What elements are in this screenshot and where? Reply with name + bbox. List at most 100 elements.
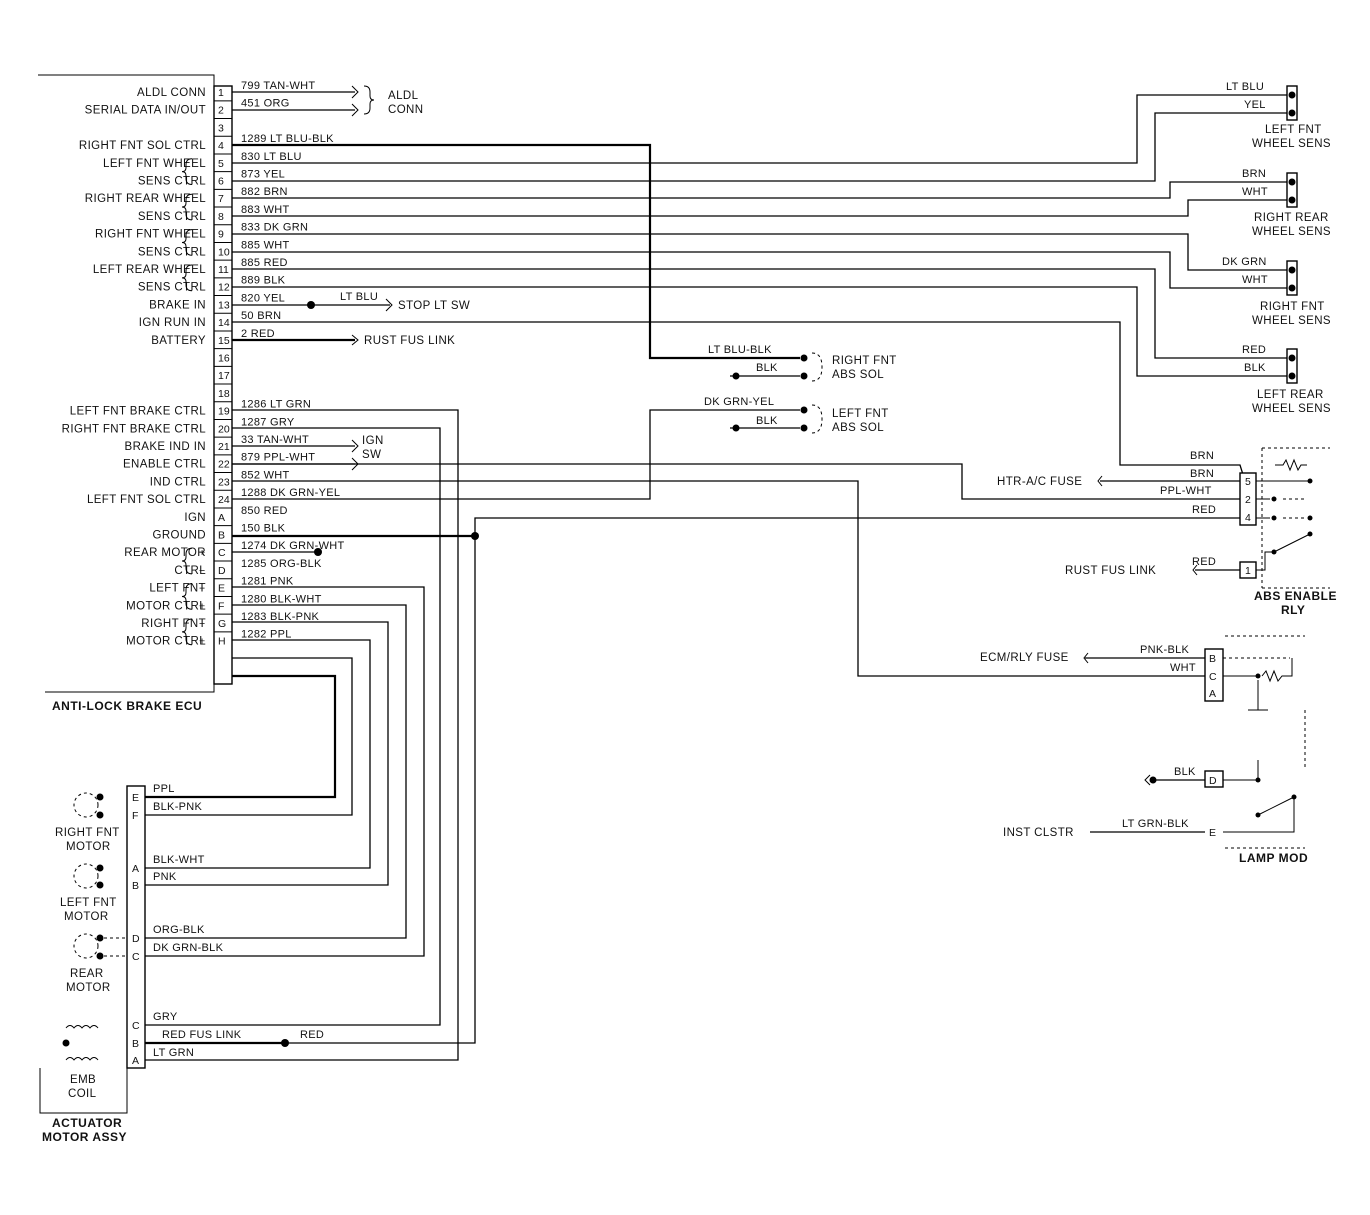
wire-label: 889 BLK <box>241 275 286 287</box>
ecu-label: MOTOR CTRL <box>126 636 206 648</box>
aldl-label-1: ALDL <box>388 90 419 102</box>
rf-motor-label-1: RIGHT FNT <box>55 827 120 839</box>
right-rear-sensor-label-1: RIGHT REAR <box>1254 212 1329 224</box>
ecu-pin: 19 <box>218 406 230 418</box>
lamp-mod-title: LAMP MOD <box>1239 851 1308 865</box>
emb-coil-label-1: EMB <box>70 1074 96 1086</box>
ecu-label: IGN <box>184 512 206 524</box>
lamp-pin-d: D <box>1209 775 1217 787</box>
ecu-label: BRAKE IN <box>149 299 206 311</box>
ecu-pin: 8 <box>218 211 224 223</box>
wire-label: 1288 DK GRN-YEL <box>241 487 340 499</box>
lamp-pin-a: A <box>1209 688 1216 700</box>
wire-label: 873 YEL <box>241 169 285 181</box>
lf-sol-label-1: LEFT FNT <box>832 408 889 420</box>
ecu-polarity: + <box>199 547 205 559</box>
right-fnt-sensor-wire-1: DK GRN <box>1222 256 1267 268</box>
lf-sol-wire-1: DK GRN-YEL <box>704 396 774 408</box>
wire-label: 1274 DK GRN-WHT <box>241 540 345 552</box>
ecu-pin: 23 <box>218 476 230 488</box>
ign-sw-label-2: SW <box>362 449 381 461</box>
actuator-wire-label: BLK-WHT <box>153 854 205 866</box>
lamp-wire-wht: WHT <box>1170 662 1196 674</box>
ecu-label: LEFT FNT WHEEL <box>103 158 206 170</box>
actuator-pin: A <box>132 863 139 875</box>
ecu-title: ANTI-LOCK BRAKE ECU <box>52 699 202 713</box>
ecu-pin: C <box>218 547 226 559</box>
ecu-pin: 10 <box>218 246 230 258</box>
actuator-pin: B <box>132 1038 139 1050</box>
wire-label: 820 YEL <box>241 292 285 304</box>
rf-sol-label-1: RIGHT FNT <box>832 355 897 367</box>
left-fnt-wheel-sensor: LT BLU YEL LEFT FNT WHEEL SENS <box>1226 81 1331 150</box>
wire-label: 885 RED <box>241 257 288 269</box>
lf-motor-label-1: LEFT FNT <box>60 897 117 909</box>
ecu-label: ALDL CONN <box>137 87 206 99</box>
relay-pin-2: 2 <box>1245 494 1251 506</box>
rear-motor-label-2: MOTOR <box>66 982 111 994</box>
left-fnt-sensor-label-2: WHEEL SENS <box>1252 138 1331 150</box>
ign-sw-label-1: IGN <box>362 435 384 447</box>
relay-wire-red-2: RED <box>1192 556 1216 568</box>
ecu-label: LEFT FNT SOL CTRL <box>87 494 206 506</box>
right-fnt-wheel-sensor: DK GRN WHT RIGHT FNT WHEEL SENS <box>1222 256 1331 327</box>
ecu-pin: 18 <box>218 388 230 400</box>
wire-label: 882 BRN <box>241 186 288 198</box>
ecu-pin: F <box>218 600 224 612</box>
aldl-connector: ALDL CONN <box>351 85 423 117</box>
ecu-pin: G <box>218 618 226 630</box>
ecu-label: SENS CTRL <box>138 176 206 188</box>
ecu-label: RIGHT FNT BRAKE CTRL <box>62 423 207 435</box>
actuator-wire-label: GRY <box>153 1011 178 1023</box>
relay-title-2: RLY <box>1281 603 1305 617</box>
ecu-label: LEFT FNT <box>149 583 206 595</box>
actuator-wire-label: LT GRN <box>153 1047 194 1059</box>
ecu-pin: 11 <box>218 264 229 276</box>
ecu-label: CTRL <box>174 565 206 577</box>
ecu-label: SENS CTRL <box>138 211 206 223</box>
ecu-label: IGN RUN IN <box>139 317 206 329</box>
ecu-label: MOTOR CTRL <box>126 600 206 612</box>
ecu-brace <box>181 229 193 256</box>
wire-label: 1289 LT BLU-BLK <box>241 133 334 145</box>
rf-sol-wire-2: BLK <box>756 362 778 374</box>
wire-label: 883 WHT <box>241 204 290 216</box>
left-rear-sensor-label-1: LEFT REAR <box>1257 389 1324 401</box>
lf-sol-wire-2: BLK <box>756 415 778 427</box>
wire-label: 50 BRN <box>241 310 281 322</box>
wire-label: 33 TAN-WHT <box>241 434 309 446</box>
wire-label: 1287 GRY <box>241 416 295 428</box>
wire-label: 799 TAN-WHT <box>241 80 315 92</box>
lf-sol-label-2: ABS SOL <box>832 422 884 434</box>
left-rear-sensor-wire-2: BLK <box>1244 362 1266 374</box>
wire-label: 2 RED <box>241 328 275 340</box>
rf-sol-label-2: ABS SOL <box>832 369 884 381</box>
stop-lt-wire-label: LT BLU <box>340 291 378 303</box>
ecu-pin: 17 <box>218 370 230 382</box>
actuator-wire-label: PNK <box>153 871 177 883</box>
actuator-title-2: MOTOR ASSY <box>42 1130 127 1144</box>
ecu-brace <box>181 547 193 575</box>
lamp-pin-e: E <box>1209 827 1216 839</box>
wire-label: 879 PPL-WHT <box>241 452 315 464</box>
ecu-pin: 15 <box>218 335 230 347</box>
ecu-pin-list: 123456789101112131415161718192021222324A… <box>214 87 232 648</box>
actuator-wire-label: PPL <box>153 783 175 795</box>
abs-enable-relay: 5 2 4 1 BRN BRN PPL-WHT RED RED HTR-A/C … <box>997 447 1337 617</box>
ecu-pin: 5 <box>218 158 224 170</box>
ecu-label: SENS CTRL <box>138 246 206 258</box>
left-rear-sensor-wire-1: RED <box>1242 344 1266 356</box>
ecu-label: RIGHT FNT <box>141 618 206 630</box>
ecu-pin: B <box>218 530 225 542</box>
actuator-wire-label: BLK-PNK <box>153 801 203 813</box>
ecu-label: BATTERY <box>151 335 206 347</box>
ecm-rly-fuse-label: ECM/RLY FUSE <box>980 652 1069 664</box>
left-fnt-sensor-label-1: LEFT FNT <box>1265 124 1322 136</box>
wire-label: 885 WHT <box>241 239 290 251</box>
ecu-pin: 20 <box>218 423 230 435</box>
ecu-label: RIGHT FNT SOL CTRL <box>79 140 206 152</box>
